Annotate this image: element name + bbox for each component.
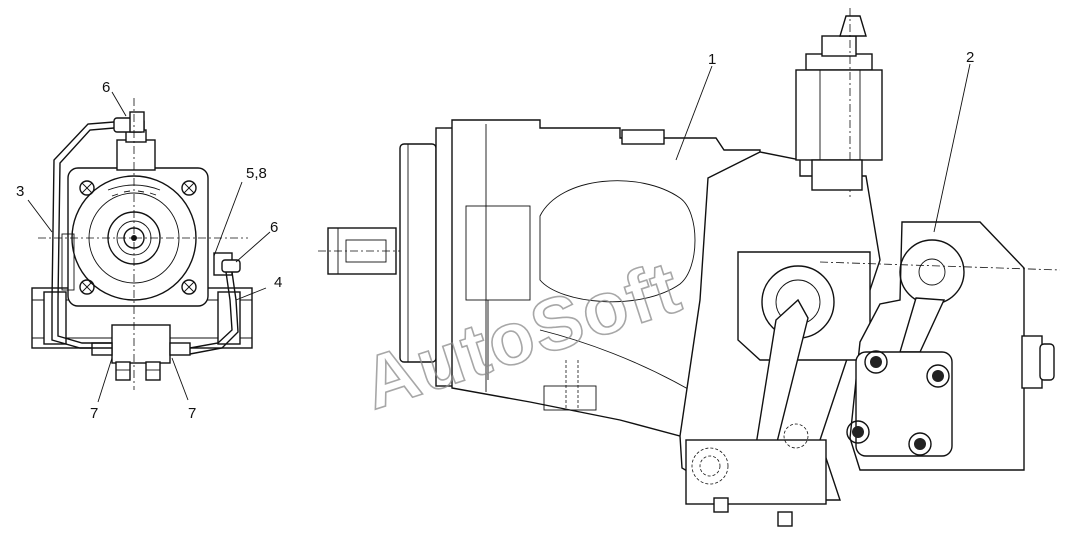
flange-plate <box>855 351 953 457</box>
callout-2: 2 <box>966 49 974 66</box>
pipe-3 <box>51 121 115 349</box>
side-view <box>318 8 1061 527</box>
pump-2-end-cap <box>1021 335 1043 389</box>
callout-6-top: 6 <box>102 79 110 96</box>
callout-3: 3 <box>16 183 24 200</box>
pipe-4 <box>189 271 239 355</box>
side-view-leaders <box>675 63 971 233</box>
fitting-7-left <box>115 361 131 381</box>
end-view-bolts <box>79 180 197 295</box>
callout-1: 1 <box>708 51 716 68</box>
motor-body <box>451 119 761 437</box>
end-view-manifold <box>111 324 171 364</box>
callout-4: 4 <box>274 274 282 291</box>
valve-body <box>795 69 883 161</box>
flange-bolts <box>846 350 950 456</box>
end-view-top-valve <box>116 139 156 171</box>
middle-block <box>737 251 871 361</box>
callout-7-right: 7 <box>188 405 196 422</box>
end-view <box>31 98 253 390</box>
callout-labels: 6 3 5,8 6 4 7 7 1 2 <box>16 49 974 422</box>
end-view-leaders <box>27 91 271 403</box>
lower-block <box>685 439 827 505</box>
fitting-7-right <box>145 361 161 381</box>
callout-7-left: 7 <box>90 405 98 422</box>
callout-6-right: 6 <box>270 219 278 236</box>
callout-5-8: 5,8 <box>246 165 267 182</box>
